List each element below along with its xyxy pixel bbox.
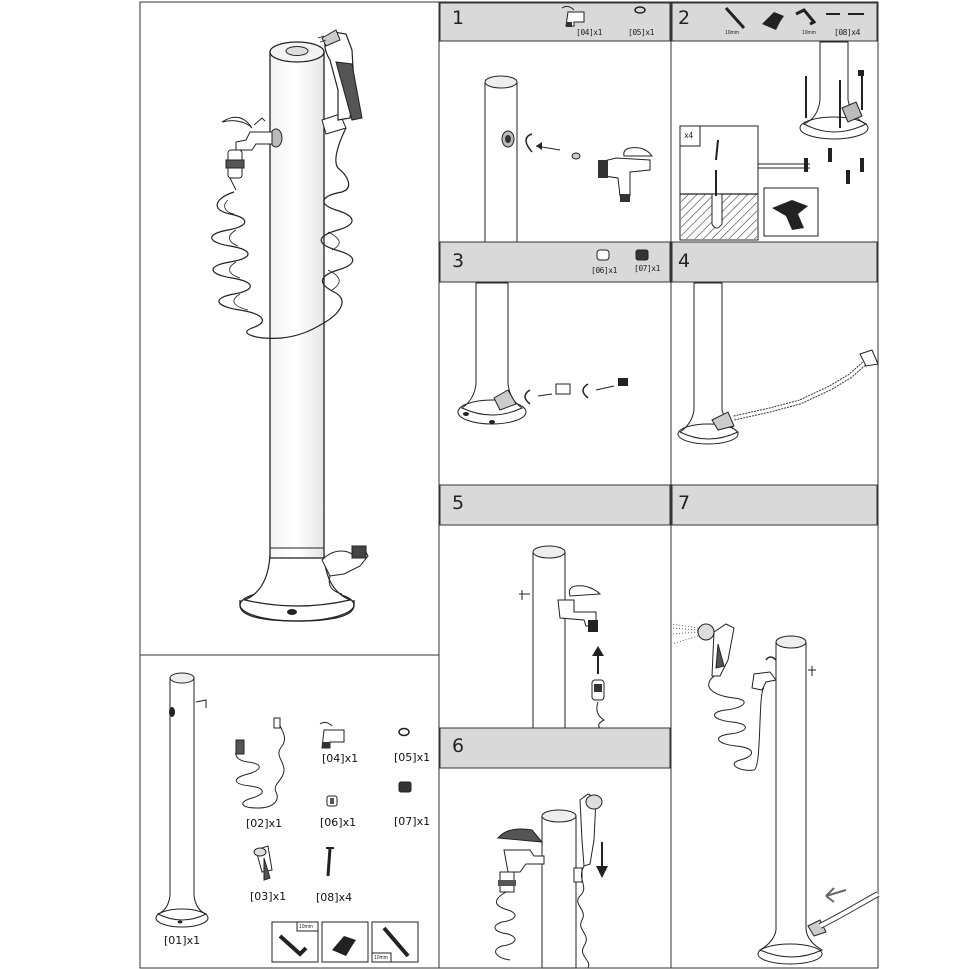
part-01-label: [01]x1 [164,934,201,947]
step-2-spanner-size: 10mm [802,30,816,36]
step-1-part-washer-label: [05]x1 [628,28,654,37]
step-1-panel [439,2,671,243]
step-3-panel [439,241,671,425]
step-1-number: 1 [452,7,465,29]
part-05-label: [05]x1 [394,751,431,764]
overview-illustration [211,29,369,622]
part-03-label: [03]x1 [250,890,287,903]
step-5-number: 5 [452,492,465,514]
tool-spanner-size: 10mm [374,955,388,961]
part-04-label: [04]x1 [322,752,359,765]
step-5-panel [439,484,671,729]
step-2-part-screw-label: [08]x4 [834,28,860,37]
part-08-label: [08]x4 [316,891,353,904]
part-06-label: [06]x1 [320,816,357,829]
step-7-panel [671,484,880,965]
step-6-panel [439,727,671,969]
step-2-wrench-size: 10mm [725,30,739,36]
part-02-label: [02]x1 [246,817,283,830]
parts-list [155,672,419,963]
step-4-panel [671,241,879,445]
step-3-part-cap-label: [07]x1 [634,264,660,273]
step-3-number: 3 [452,250,465,272]
step-1-part-tap-label: [04]x1 [576,28,602,37]
step-2-detail-count: x4 [684,131,693,140]
step-2-number: 2 [678,7,691,29]
step-6-number: 6 [452,735,465,757]
part-07-label: [07]x1 [394,815,431,828]
tool-wrench-size: 10mm [299,924,313,930]
step-2-panel [671,2,878,241]
step-7-number: 7 [678,492,691,514]
step-3-part-adapter-label: [06]x1 [591,266,617,275]
step-4-number: 4 [678,250,691,272]
